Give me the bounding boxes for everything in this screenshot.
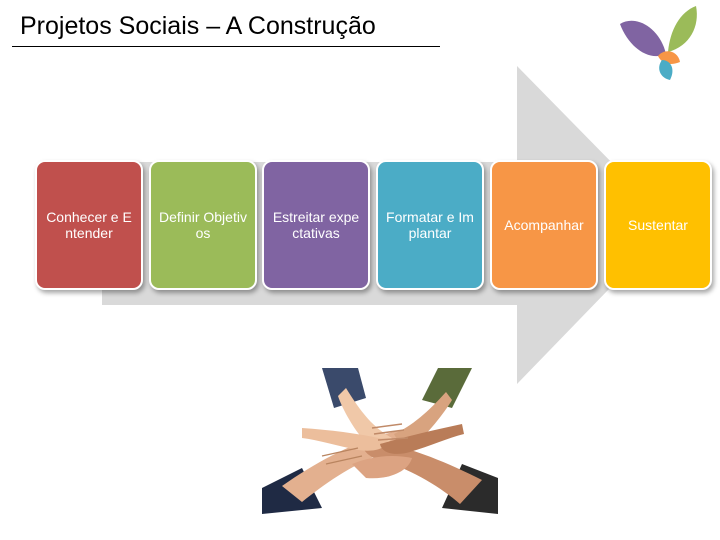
title-underline [12, 46, 440, 47]
step-label: Sustentar [628, 217, 688, 233]
butterfly-logo-icon [620, 6, 697, 80]
step-label: Formatar e Implantar [386, 209, 474, 241]
step-definir-objetivos: Definir Objetivos [149, 160, 257, 290]
step-label: Estreitar expectativas [272, 209, 360, 241]
step-label: Definir Objetivos [159, 209, 247, 241]
page-title: Projetos Sociais – A Construção [20, 12, 376, 40]
step-conhecer-entender: Conhecer e Entender [35, 160, 143, 290]
stacked-hands-photo [262, 368, 498, 514]
step-acompanhar: Acompanhar [490, 160, 598, 290]
step-label: Conhecer e Entender [46, 209, 132, 241]
step-estreitar-expectativas: Estreitar expectativas [262, 160, 370, 290]
step-formatar-implantar: Formatar e Implantar [376, 160, 484, 290]
step-sustentar: Sustentar [604, 160, 712, 290]
step-label: Acompanhar [504, 217, 584, 233]
